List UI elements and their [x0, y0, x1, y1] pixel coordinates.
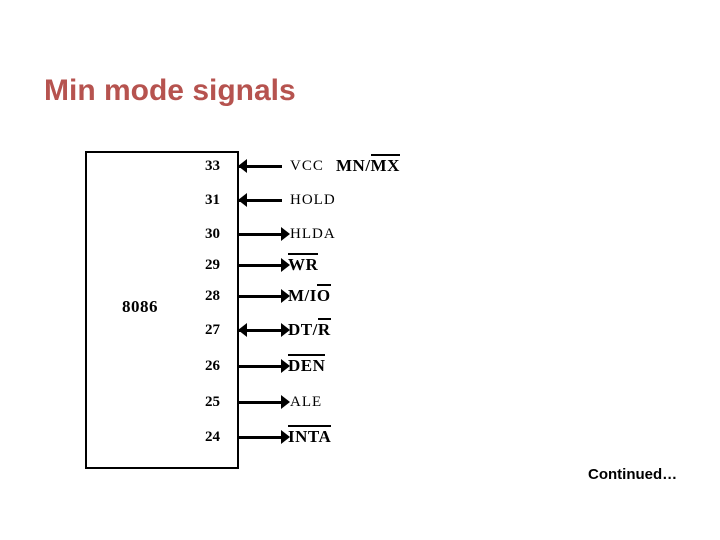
pin-label: WR: [288, 253, 319, 274]
arrow-in-icon: [238, 193, 282, 207]
chip-label: 8086: [122, 297, 158, 316]
pin-row: 28 M/IO: [0, 284, 720, 308]
pin-label: HLDA: [290, 226, 336, 242]
pin-number: 31: [205, 192, 220, 208]
pin-number: 29: [205, 257, 220, 273]
pin-number: 26: [205, 358, 220, 374]
pin-number: 27: [205, 322, 220, 338]
pin-label: ALE: [290, 394, 323, 410]
pin-label: M/IO: [288, 284, 331, 305]
pin-label-secondary: MN/MX: [336, 154, 400, 175]
arrow-out-icon: [238, 359, 290, 373]
pin-label: HOLD: [290, 192, 336, 208]
pin-row: 29 WR: [0, 253, 720, 277]
pin-row: 31 HOLD: [0, 188, 720, 212]
pin-label: DEN: [288, 354, 326, 375]
arrow-out-icon: [238, 227, 290, 241]
pin-number: 25: [205, 394, 220, 410]
pin-row: 24 INTA: [0, 425, 720, 449]
continued-text: Continued…: [588, 466, 678, 483]
chip-box: [85, 151, 239, 469]
pin-label: INTA: [288, 425, 332, 446]
pin-row: 25 ALE: [0, 390, 720, 414]
arrow-out-icon: [238, 258, 290, 272]
pin-number: 30: [205, 226, 220, 242]
pin-row: 33 VCC MN/MX: [0, 154, 720, 178]
arrow-out-icon: [238, 430, 290, 444]
pin-number: 33: [205, 158, 220, 174]
arrow-bidirectional-icon: [238, 323, 290, 337]
arrow-out-icon: [238, 395, 290, 409]
arrow-out-icon: [238, 289, 290, 303]
pin-row: 30 HLDA: [0, 222, 720, 246]
pin-label: DT/R: [288, 318, 331, 339]
arrow-in-icon: [238, 159, 282, 173]
pin-label: VCC: [290, 158, 324, 174]
pin-number: 28: [205, 288, 220, 304]
page-title: Min mode signals: [44, 74, 296, 107]
pin-number: 24: [205, 429, 220, 445]
pin-row: 27 DT/R: [0, 318, 720, 342]
pin-row: 26 DEN: [0, 354, 720, 378]
